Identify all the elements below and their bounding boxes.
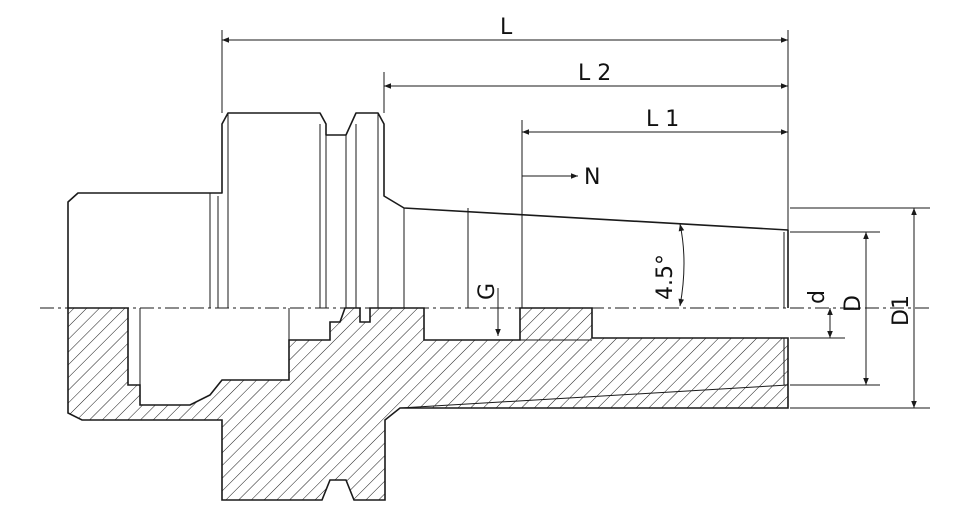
dim-angle-arc — [678, 223, 685, 307]
label-L2: L 2 — [578, 61, 611, 86]
outer-profile — [67, 112, 789, 308]
label-D: D — [841, 295, 866, 312]
label-D1: D1 — [889, 295, 914, 326]
lower-taper — [399, 384, 789, 409]
label-angle: 4.5° — [653, 254, 678, 300]
label-L: L — [500, 15, 513, 40]
label-N: N — [584, 165, 600, 190]
label-G: G — [475, 283, 500, 300]
section-hatch — [67, 307, 789, 501]
label-d: d — [805, 290, 830, 304]
label-L1: L 1 — [646, 107, 679, 132]
